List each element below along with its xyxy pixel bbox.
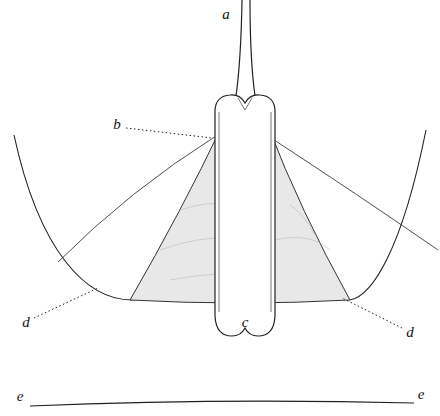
part-label: a (222, 7, 230, 22)
baseline-e (30, 401, 414, 406)
part-label: c (242, 315, 249, 330)
stalk-left (236, 0, 242, 96)
body-rim (219, 112, 271, 312)
leader-d-right (342, 298, 402, 328)
part-label: b (113, 117, 121, 132)
part-label: d (22, 315, 30, 330)
leader-d-left (34, 288, 98, 318)
outer-outline-right (350, 130, 426, 300)
part-label: e (418, 387, 425, 402)
stalk-right (250, 0, 255, 96)
part-label: d (406, 325, 414, 340)
leader-b (126, 128, 212, 138)
part-label: e (17, 389, 24, 404)
central-body (215, 95, 275, 336)
outer-outline-left (14, 135, 132, 300)
top-notch (238, 98, 252, 110)
